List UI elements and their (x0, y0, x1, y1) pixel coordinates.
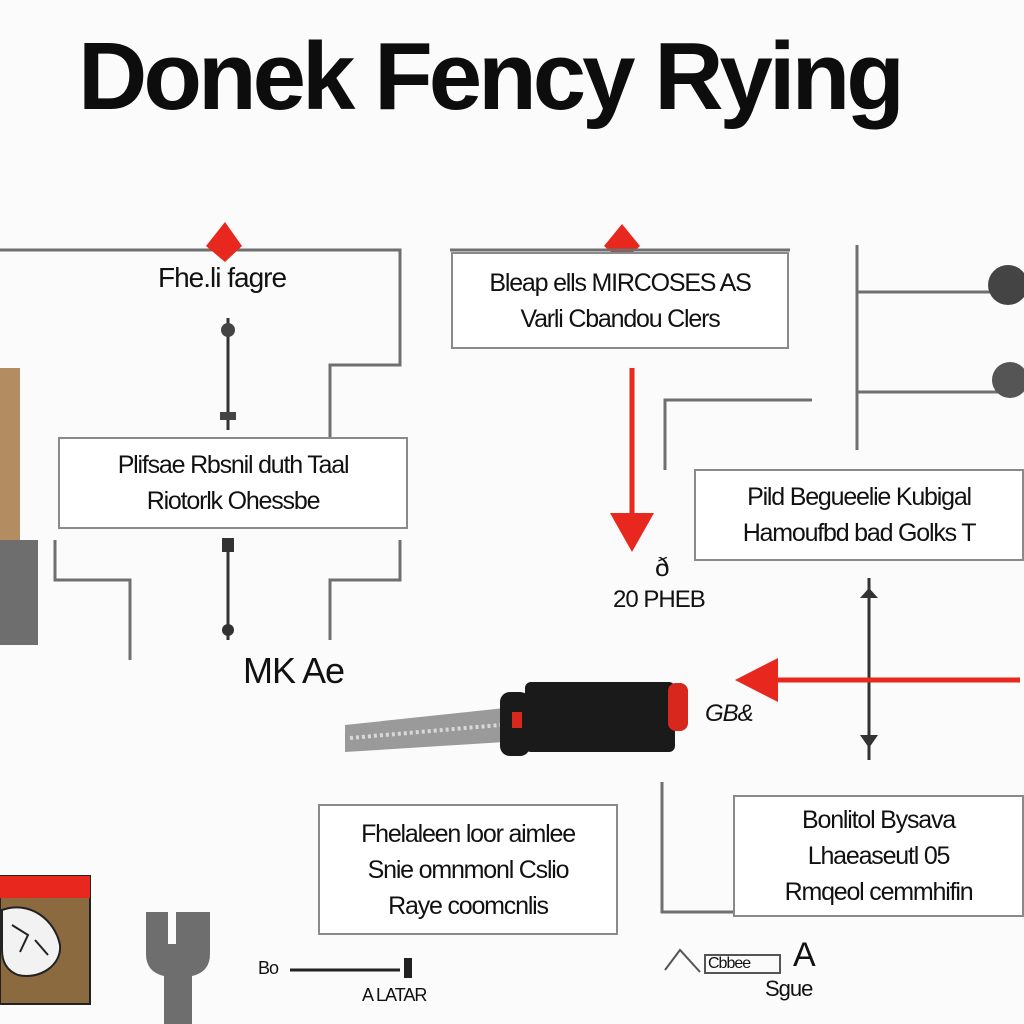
label-bottom-left-scale: Bo (258, 958, 279, 978)
box-bottom-right-line2: Lhaeaseutl 05 (807, 842, 951, 870)
label-mid-left: MK Ae (243, 650, 345, 691)
label-tool-tag: GB& (705, 700, 754, 727)
bottom-left-scale (290, 958, 412, 978)
label-bottom-right-box: Cbbee (708, 955, 751, 972)
left-bracket-device (0, 368, 38, 645)
red-left-arrow (735, 658, 1020, 702)
label-bottom-right-letter: A (793, 936, 816, 974)
warning-picture-icon (0, 875, 91, 1005)
box-left: Plifsae Rbsnil duth Taal Riotorlk Ohessb… (58, 437, 408, 529)
label-bottom-right-caption: Sgue (765, 976, 813, 1001)
box-right-line2: Hamoufbd bad Golks T (742, 519, 977, 547)
bottom-center-lines (660, 782, 735, 914)
box-bottom-center-line2: Snie omnmonl Cslio (367, 855, 570, 884)
box-bottom-center-line3: Raye coomcnlis (388, 891, 549, 920)
probe-right (860, 578, 878, 760)
probe-lower-left (222, 538, 234, 640)
probe-upper-left (220, 318, 236, 430)
label-mid-center-symbol: ð (655, 552, 670, 582)
box-right-line1: Pild Begueelie Kubigal (747, 483, 972, 511)
red-down-arrow (610, 368, 654, 552)
left-frame-lines (0, 248, 402, 660)
box-bottom-right-line1: Bonlitol Bysava (802, 806, 956, 834)
box-bottom-center: Fhelaleen loor aimlee Snie omnmonl Cslio… (318, 804, 618, 935)
label-top-left: Fhe.li fagre (158, 262, 287, 293)
round-knob-upper (988, 265, 1024, 305)
box-bottom-right-line3: Rmqeol cemmhifin (784, 878, 974, 906)
box-left-line1: Plifsae Rbsnil duth Taal (117, 451, 350, 479)
diagram-title: Donek Fency Rying (78, 23, 905, 130)
box-right: Pild Begueelie Kubigal Hamoufbd bad Golk… (694, 469, 1024, 561)
box-top-center: Bleap ells MIRCOSES AS Varli Cbandou Cle… (451, 252, 789, 349)
box-left-line2: Riotorlk Ohessbe (146, 487, 321, 515)
label-bottom-left-caption: A LATAR (362, 985, 427, 1005)
wrench-tool-icon (146, 912, 210, 1024)
right-frame-lines (663, 245, 1000, 470)
box-top-center-line2: Varli Cbandou Clers (520, 304, 720, 333)
box-bottom-right: Bonlitol Bysava Lhaeaseutl 05 Rmqeol cem… (733, 795, 1024, 917)
label-mid-center-code: 20 PHEB (613, 586, 706, 613)
round-knob-lower (992, 362, 1024, 398)
bottom-right-gadget (664, 948, 781, 974)
box-top-center-line1: Bleap ells MIRCOSES AS (489, 268, 751, 297)
box-bottom-center-line1: Fhelaleen loor aimlee (361, 819, 576, 848)
soldering-iron-tool (345, 682, 688, 756)
